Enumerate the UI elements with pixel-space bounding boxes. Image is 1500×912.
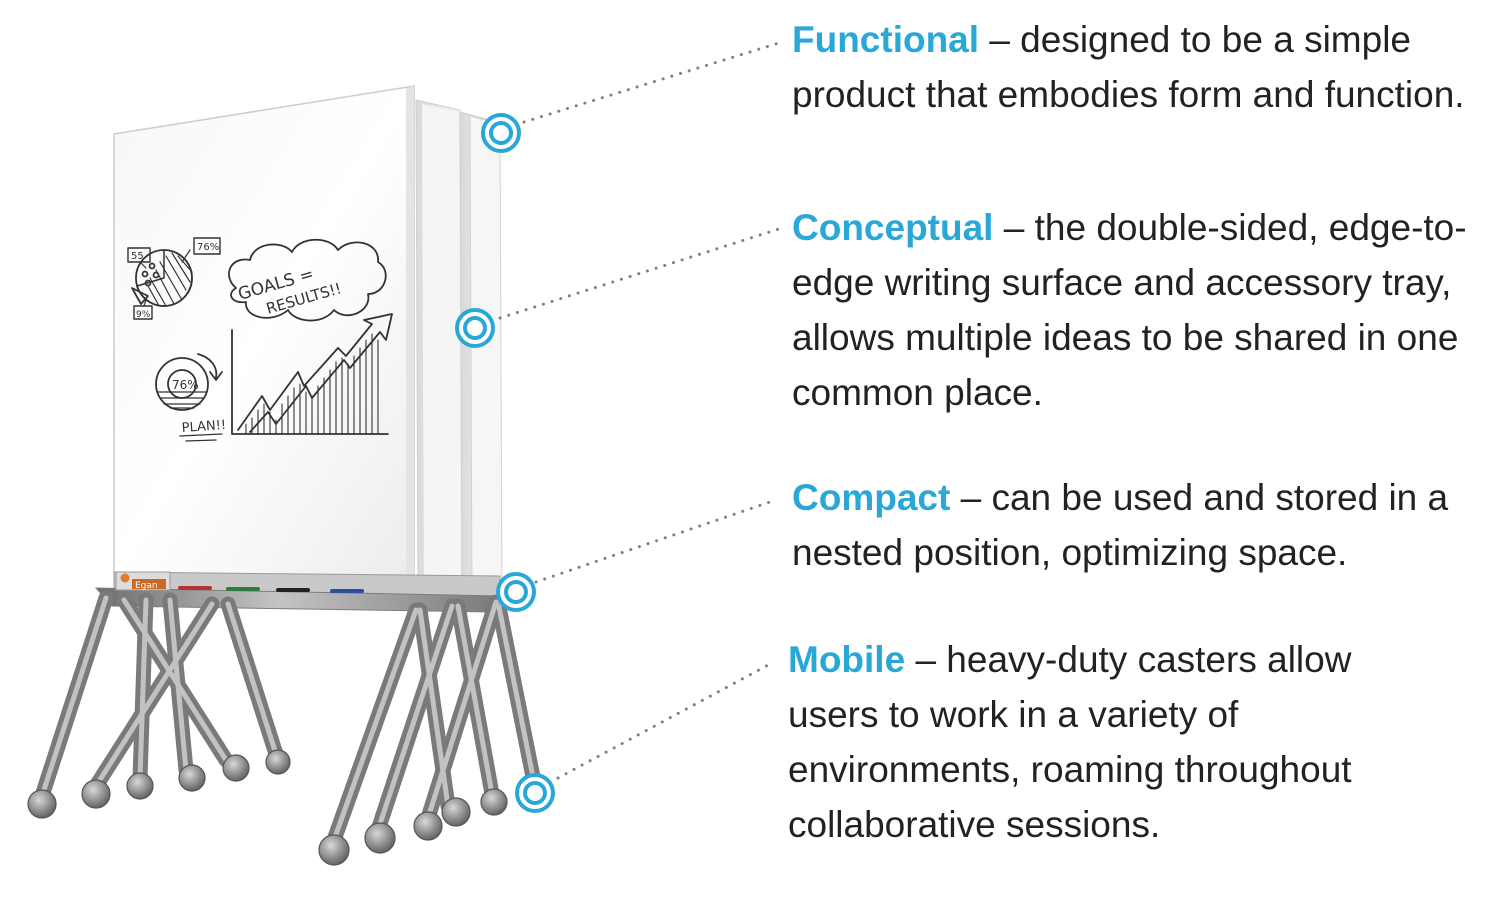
feature-mobile: Mobile – heavy-duty casters allow users …: [788, 632, 1408, 852]
nested-boards: [415, 99, 503, 605]
feature-functional-term: Functional: [792, 19, 980, 60]
leader-line-functional: [522, 40, 784, 124]
sketch-growth-chart: [231, 313, 393, 435]
caster: [480, 788, 508, 816]
callout-marker-compact: [496, 572, 536, 612]
leader-line-mobile: [556, 662, 772, 780]
caster: [364, 822, 396, 854]
feature-mobile-description: – heavy-duty casters allow users to work…: [788, 639, 1352, 845]
front-board: [113, 85, 415, 579]
sketch-tag-top-box: [193, 237, 221, 255]
feature-compact-term: Compact: [792, 477, 951, 518]
caster: [318, 834, 350, 866]
board-sketch: [127, 237, 393, 442]
callout-marker-mobile: [515, 773, 555, 813]
feature-mobile-term: Mobile: [788, 639, 906, 680]
feature-conceptual-term: Conceptual: [792, 207, 994, 248]
caster: [81, 779, 111, 809]
callout-markers: [455, 113, 555, 813]
caster: [27, 789, 57, 819]
callout-marker-conceptual: [455, 308, 495, 348]
sketch-tag-bottom: 9%: [136, 310, 151, 320]
sketch-tag-left: 55: [131, 251, 144, 262]
caster: [441, 797, 471, 827]
tray-brand: Egan: [135, 581, 158, 591]
leader-line-compact: [534, 500, 772, 584]
sketch-plan-label: PLAN!!: [181, 418, 226, 436]
board-sketch-text: GOALS = RESULTS!! PLAN!! 76% 55 9% 76%: [131, 242, 344, 436]
sketch-tag-top: 76%: [197, 242, 219, 253]
caster: [222, 754, 250, 782]
sketch-donut-label: 76%: [172, 378, 199, 392]
callout-marker-functional: [481, 113, 521, 153]
feature-conceptual-description: – the double-sided, edge-to-edge writing…: [792, 207, 1467, 413]
sketch-cloud: [228, 238, 387, 322]
feature-compact-description: – can be used and stored in a nested pos…: [792, 477, 1449, 573]
accessory-tray: Egan: [94, 571, 501, 613]
sketch-plan-underline: [179, 433, 223, 442]
sketch-donut: [155, 353, 223, 411]
sketch-pie-chart: [127, 237, 221, 320]
caster: [178, 764, 206, 792]
folding-frame: [34, 590, 542, 848]
feature-functional-description: – designed to be a simple product that e…: [792, 19, 1465, 115]
sketch-tag-bottom-box: [133, 305, 153, 320]
feature-compact: Compact – can be used and stored in a ne…: [792, 470, 1492, 580]
caster: [413, 811, 443, 841]
feature-conceptual: Conceptual – the double-sided, edge-to-e…: [792, 200, 1492, 420]
caster: [265, 749, 291, 775]
leader-lines: [498, 40, 784, 780]
feature-functional: Functional – designed to be a simple pro…: [792, 12, 1492, 122]
caster: [126, 772, 154, 800]
leader-line-conceptual: [498, 226, 784, 320]
sketch-tag-left-box: [127, 247, 151, 263]
